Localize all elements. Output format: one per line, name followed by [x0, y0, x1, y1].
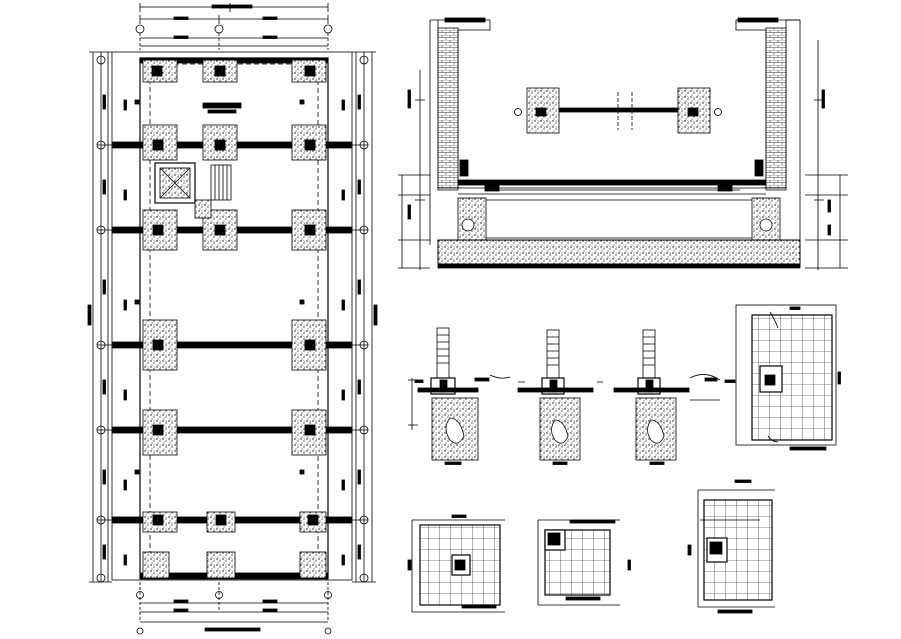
footing-plan-3	[537, 519, 631, 606]
footing-plan-2	[407, 514, 505, 613]
plan-outer-line	[111, 51, 353, 581]
foundation-plan	[87, 3, 378, 635]
plan-columns	[151, 65, 319, 526]
footing-section-3	[613, 329, 721, 465]
plan-top-dimensions	[135, 3, 333, 50]
footing-plan-1	[724, 304, 841, 451]
plan-grid-bubbles	[96, 55, 369, 583]
footing-plan-4	[687, 479, 775, 614]
plan-footings	[142, 59, 327, 579]
plan-pit-feature	[154, 102, 242, 219]
footing-section-2	[517, 329, 603, 465]
footing-section-1	[408, 327, 511, 465]
plan-bottom-dimensions	[136, 582, 332, 635]
plan-left-dimensions	[87, 51, 140, 583]
building-section	[398, 17, 848, 270]
